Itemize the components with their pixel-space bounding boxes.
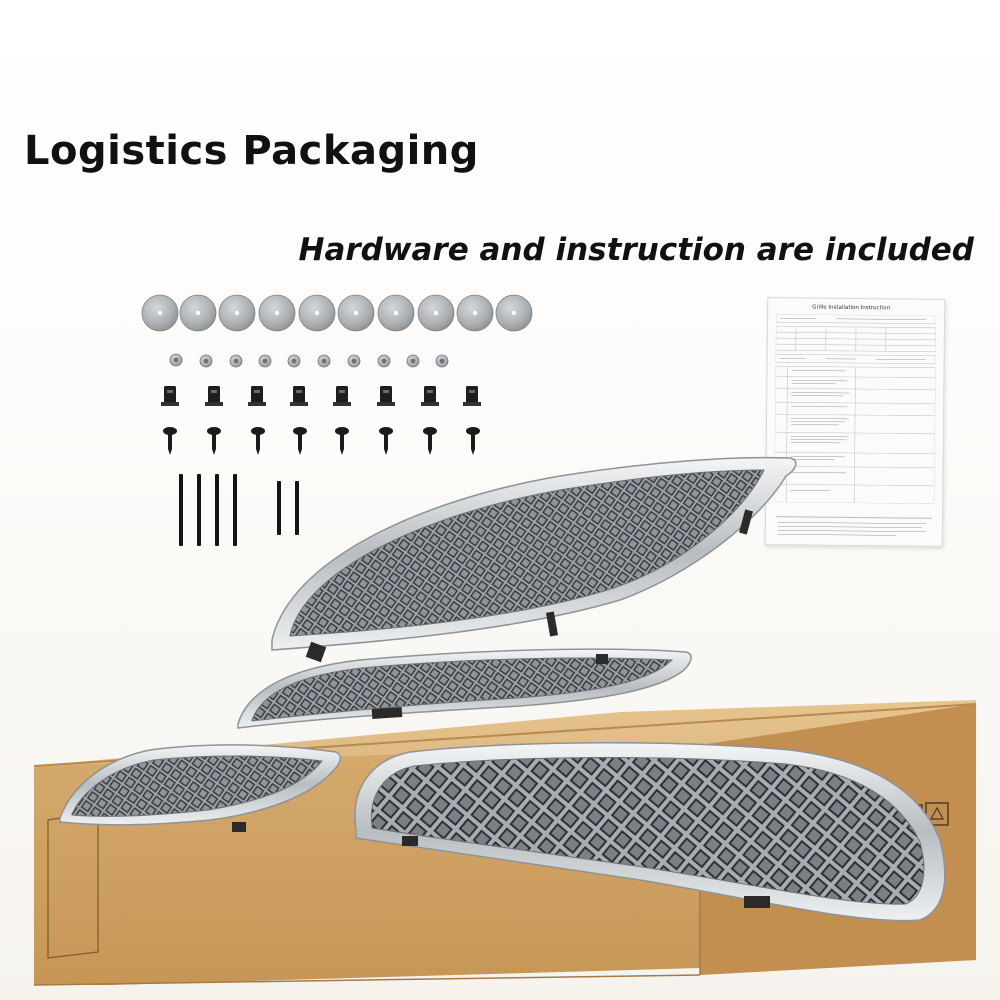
upper-grille xyxy=(271,456,797,663)
nut-icon xyxy=(377,354,391,368)
washer-icon xyxy=(218,294,256,332)
clip-icon xyxy=(377,386,395,406)
screw-icon xyxy=(251,427,265,455)
nut-icon xyxy=(435,354,449,368)
rod-group xyxy=(179,474,299,546)
screw-icon xyxy=(335,427,349,455)
page-title: Logistics Packaging xyxy=(24,128,479,174)
clip-icon xyxy=(463,386,481,406)
clip-icon xyxy=(333,386,351,406)
clip-icon xyxy=(421,386,439,406)
rod-icon xyxy=(295,481,299,535)
washer-row xyxy=(141,294,533,332)
instruction-sheet: Grille Installation Instruction xyxy=(764,297,946,547)
nut-icon xyxy=(258,354,272,368)
rod-icon xyxy=(179,474,183,546)
washer-icon xyxy=(456,294,494,332)
clip-icon xyxy=(205,386,223,406)
nut-icon xyxy=(317,354,331,368)
instruction-table xyxy=(774,314,937,504)
rod-icon xyxy=(233,474,237,546)
clip-row xyxy=(161,386,481,406)
clip-icon xyxy=(248,386,266,406)
screw-icon xyxy=(379,427,393,455)
screw-icon xyxy=(207,427,221,455)
nut-icon xyxy=(229,354,243,368)
washer-icon xyxy=(298,294,336,332)
nut-row xyxy=(169,353,449,368)
washer-icon xyxy=(495,294,533,332)
washer-icon xyxy=(179,294,217,332)
screw-icon xyxy=(293,427,307,455)
washer-icon xyxy=(337,294,375,332)
nut-icon xyxy=(406,354,420,368)
instruction-note xyxy=(775,516,933,541)
middle-grille xyxy=(237,648,692,729)
screw-row xyxy=(163,427,480,455)
screw-icon xyxy=(423,427,437,455)
page-subtitle: Hardware and instruction are included xyxy=(298,232,974,268)
nut-icon xyxy=(287,354,301,368)
left-grille xyxy=(59,744,342,832)
nut-icon xyxy=(199,354,213,368)
rod-icon xyxy=(197,474,201,546)
clip-icon xyxy=(290,386,308,406)
clip-icon xyxy=(161,386,179,406)
screw-icon xyxy=(163,427,177,455)
washer-icon xyxy=(141,294,179,332)
screw-icon xyxy=(466,427,480,455)
nut-icon xyxy=(347,354,361,368)
lower-grille xyxy=(354,742,946,922)
rod-icon xyxy=(215,474,219,546)
washer-icon xyxy=(417,294,455,332)
washer-icon xyxy=(377,294,415,332)
nut-icon xyxy=(169,353,183,367)
rod-icon xyxy=(277,481,281,535)
washer-icon xyxy=(258,294,296,332)
